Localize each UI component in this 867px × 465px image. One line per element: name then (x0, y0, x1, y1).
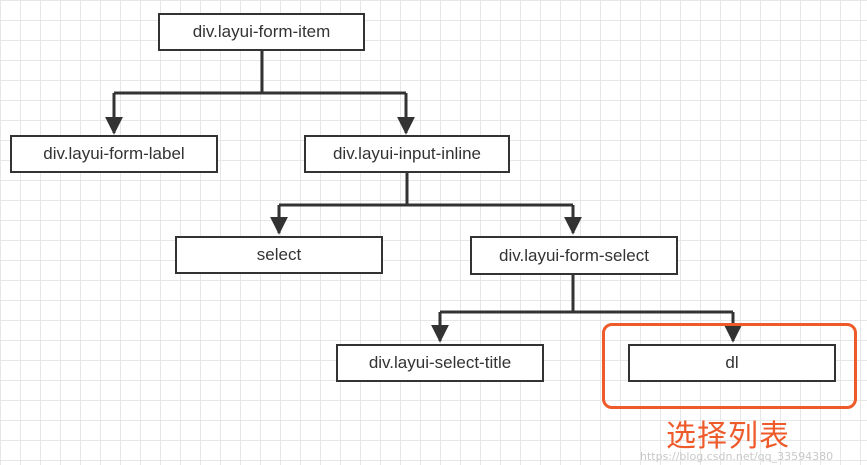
node-form-select: div.layui-form-select (470, 236, 678, 275)
watermark-text: https://blog.csdn.net/qq_33594380 (640, 450, 834, 463)
connector-select-split (440, 275, 733, 314)
connector-item-split (114, 51, 406, 95)
highlight-box (602, 323, 857, 409)
node-dl: dl (628, 344, 836, 382)
connector-inline-split (279, 173, 573, 207)
node-form-item: div.layui-form-item (158, 13, 365, 51)
node-input-inline: div.layui-input-inline (304, 135, 510, 173)
annotation-caption: 选择列表 (666, 419, 790, 454)
node-select-title: div.layui-select-title (336, 344, 544, 382)
node-form-label: div.layui-form-label (10, 135, 218, 173)
node-select: select (175, 236, 383, 274)
